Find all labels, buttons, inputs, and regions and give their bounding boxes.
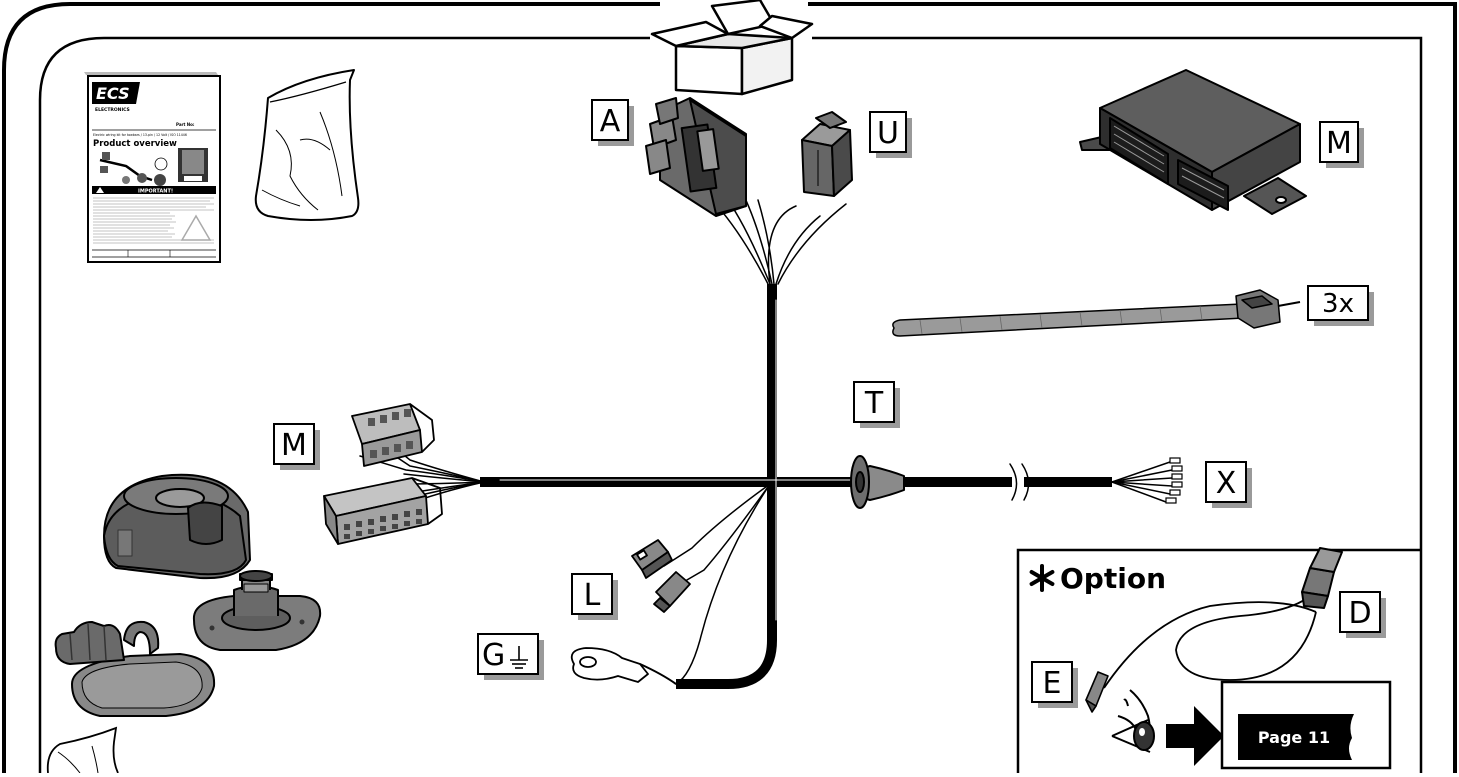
- label-3x-text: 3x: [1322, 289, 1354, 319]
- page-reference-text: Page 11: [1258, 728, 1330, 747]
- arrow-right-icon: [1166, 706, 1224, 766]
- label-d: D: [1339, 591, 1386, 638]
- label-u: U: [869, 111, 912, 158]
- option-cable: [1103, 595, 1317, 689]
- label-x: X: [1205, 461, 1252, 508]
- label-t-text: T: [864, 386, 884, 421]
- box-icon: [650, 0, 814, 96]
- manual-warning: IMPORTANT!: [138, 189, 173, 195]
- wire-highlights: [499, 299, 851, 621]
- cable-tie: [892, 289, 1301, 337]
- connector-a: [645, 97, 747, 217]
- grommet-t: [850, 455, 905, 509]
- manual-heading: Product overview: [93, 139, 177, 149]
- page-reference: Page 11: [1220, 680, 1392, 770]
- ground-symbol-icon: [510, 646, 528, 669]
- connector-m-upper: [351, 403, 435, 467]
- manual-brand: ECS: [96, 84, 130, 103]
- label-g: G: [477, 633, 544, 680]
- manual-booklet: ECS ELECTRONICS Part No: Electric wiring…: [84, 72, 221, 263]
- label-m-module: M: [1319, 121, 1364, 168]
- option-title: Option: [1060, 562, 1166, 595]
- harness-cables: [359, 191, 1183, 689]
- label-u-text: U: [877, 116, 899, 151]
- seal-plug: [54, 620, 216, 717]
- manual-text-lines: [93, 197, 214, 244]
- eye-icon: [1111, 689, 1155, 753]
- manual-subtitle: Electric wiring kit for towbars / 13-pin…: [93, 133, 187, 137]
- label-d-text: D: [1348, 596, 1371, 631]
- asterisk-icon: [1029, 564, 1055, 592]
- label-l: L: [571, 573, 618, 620]
- label-e-text: E: [1043, 666, 1062, 701]
- option-box: Option P: [1016, 547, 1421, 773]
- label-m-module-text: M: [1326, 126, 1352, 161]
- manual-part-no: Part No:: [176, 122, 195, 127]
- mounting-plate: [192, 570, 322, 651]
- option-connector-d: [1301, 547, 1343, 609]
- label-a: A: [591, 99, 634, 146]
- control-module: [1079, 69, 1307, 215]
- label-a-text: A: [600, 104, 621, 139]
- connector-l: [631, 539, 691, 613]
- connector-m-lower: [323, 477, 443, 545]
- label-t: T: [853, 381, 900, 428]
- label-l-text: L: [584, 578, 601, 613]
- label-m-connectors-text: M: [281, 428, 307, 463]
- label-e: E: [1031, 661, 1078, 708]
- label-g-text: G: [482, 638, 505, 673]
- label-m-connectors: M: [273, 423, 320, 470]
- module-socket-2: [1177, 159, 1229, 211]
- option-pin-e: [1085, 671, 1109, 713]
- ground-eyelet: [570, 647, 677, 685]
- manual-product-image: [99, 148, 208, 186]
- manual-brand-sub: ELECTRONICS: [95, 107, 130, 113]
- wire-terminals: [1165, 457, 1183, 504]
- module-socket-1: [1109, 117, 1169, 185]
- socket-13pin: [103, 473, 251, 580]
- connector-u: [801, 111, 853, 197]
- label-x-text: X: [1216, 466, 1237, 501]
- plastic-bag: [254, 69, 360, 221]
- small-bag: [46, 726, 119, 774]
- label-3x: 3x: [1307, 285, 1374, 326]
